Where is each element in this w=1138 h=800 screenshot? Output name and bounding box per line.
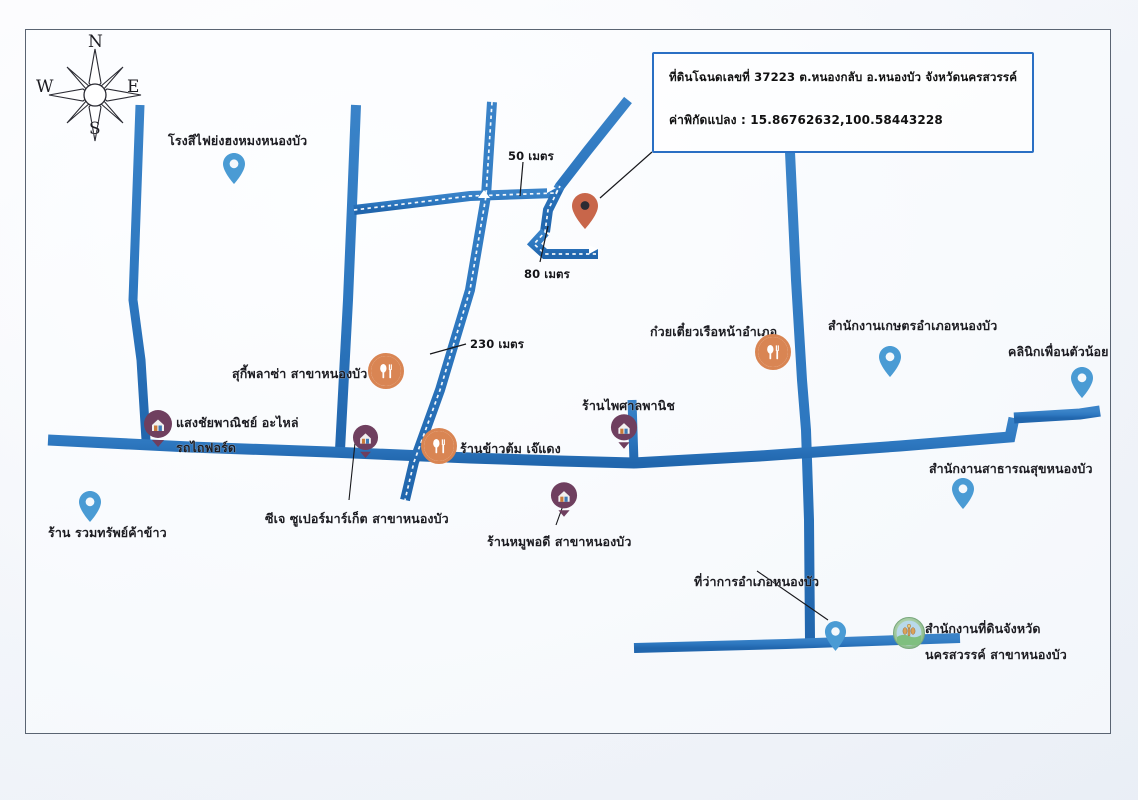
poi-label-public-health: สำนักงานสาธารณสุขหนองบัว	[929, 461, 1093, 476]
compass-label-west: W	[36, 77, 54, 97]
poi-label-moopodee: ร้านหมูพอดี สาขาหนองบัว	[487, 534, 632, 549]
poi-label-saengchai-line2: รถไถฟอร์ด	[176, 440, 237, 455]
garuda-emblem-icon	[896, 620, 922, 646]
route-arrowheads	[478, 184, 598, 254]
poi-label-cj-supermarket: ซีเจ ซูเปอร์มาร์เก็ต สาขาหนองบัว	[265, 511, 449, 526]
poi-marker-cj-supermarket[interactable]	[352, 424, 379, 462]
callout-coordinates: ค่าพิกัดแปลง : 15.86762632,100.58443228	[669, 113, 943, 127]
poi-label-phaisan-panich: ร้านไพศาลพานิช	[582, 398, 675, 413]
callout-leader-line	[599, 151, 653, 199]
poi-marker-moopodee[interactable]	[550, 481, 578, 521]
poi-marker-district-office[interactable]	[824, 620, 847, 652]
poi-label-land-office: สำนักงานที่ดินจังหวัด	[925, 621, 1041, 636]
poi-label-district-office: ที่ว่าการอำเภอหนองบัว	[694, 574, 820, 589]
poi-marker-rice-mill[interactable]	[222, 152, 246, 185]
callout-title: ที่ดินโฉนดเลขที่ 37223 ต.หนองกลับ อ.หนอง…	[669, 70, 1018, 84]
poi-marker-kuaitiao-ruea[interactable]	[755, 334, 791, 370]
distance-label-80m: 80 เมตร	[524, 267, 570, 281]
distance-label-50m: 50 เมตร	[508, 149, 554, 163]
poi-marker-agriculture-office[interactable]	[878, 345, 902, 378]
compass-label-south: S	[89, 119, 101, 139]
poi-label-saengchai: แสงชัยพาณิชย์ อะไหล่	[176, 415, 299, 430]
poi-marker-sukii-plaza[interactable]	[368, 353, 404, 389]
parcel-info-callout: ที่ดินโฉนดเลขที่ 37223 ต.หนองกลับ อ.หนอง…	[652, 52, 1034, 153]
fork-spoon-icon	[371, 356, 401, 386]
compass-rose	[48, 48, 142, 142]
poi-marker-clinic-puean[interactable]	[1070, 366, 1094, 399]
poi-label-clinic-puean: คลินิกเพื่อนตัวน้อย	[1008, 344, 1109, 359]
compass-label-north: N	[88, 32, 103, 52]
poi-label-ruamsap-rice: ร้าน รวมทรัพย์ค้าข้าว	[48, 525, 167, 540]
fork-spoon-icon	[758, 337, 788, 367]
distance-label-230m: 230 เมตร	[470, 337, 524, 351]
poi-marker-saengchai[interactable]	[143, 409, 173, 451]
poi-marker-khaotom-jaedang[interactable]	[421, 428, 457, 464]
poi-marker-ruamsap-rice[interactable]	[78, 490, 102, 523]
compass-label-east: E	[127, 77, 140, 97]
poi-label-land-office-line2: นครสวรรค์ สาขาหนองบัว	[925, 647, 1067, 662]
poi-label-khaotom-jaedang: ร้านข้าวต้ม เจ๊แดง	[460, 441, 561, 456]
distance-leader-lines	[429, 161, 549, 355]
poi-label-rice-mill: โรงสีไฟย่งฮงหมงหนองบัว	[168, 133, 308, 148]
fork-spoon-icon	[424, 431, 454, 461]
poi-label-kuaitiao-ruea: ก๋วยเตี๋ยวเรือหน้าอำเภอ	[650, 324, 778, 339]
poi-marker-phaisan-panich[interactable]	[610, 413, 638, 453]
poi-marker-land-office[interactable]	[893, 617, 925, 649]
land-parcel-marker[interactable]	[571, 192, 599, 230]
poi-marker-public-health[interactable]	[951, 477, 975, 510]
poi-label-agriculture-office: สำนักงานเกษตรอำเภอหนองบัว	[828, 318, 998, 333]
poi-label-sukii-plaza: สุกี้พลาซ่า สาขาหนองบัว	[232, 366, 368, 381]
